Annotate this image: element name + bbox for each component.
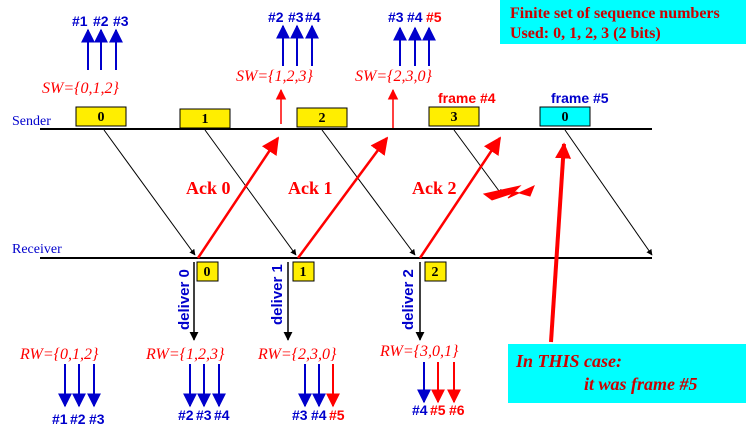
sender-frame-3: frame #4 3 <box>428 90 496 127</box>
rw1-num-1: #2 <box>178 407 194 423</box>
rw3-num-3: #6 <box>449 402 465 418</box>
ack-label-1: Ack 1 <box>288 178 333 198</box>
receiver-window-0: RW={0,1,2} #1 #2 #3 <box>19 346 105 425</box>
deliver-1: deliver 1 <box>269 262 293 341</box>
sw1-num-1: #2 <box>268 9 284 25</box>
sender-frame-0-seq: 0 <box>98 110 105 125</box>
rw2-label: RW={2,3,0} <box>257 346 337 363</box>
sender-frame-4: frame #5 0 <box>539 90 609 127</box>
sw0-num-1: #1 <box>72 13 88 29</box>
sender-frame-3-seq: 3 <box>451 110 458 125</box>
frame-line-4 <box>564 129 653 256</box>
sender-window-0: #1 #2 #3 SW={0,1,2} <box>42 13 129 97</box>
info-box: Finite set of sequence numbers Used: 0, … <box>500 0 746 44</box>
receiver-frame-1: 1 <box>292 261 315 282</box>
receiver-frame-2: 2 <box>424 261 447 282</box>
rw1-num-3: #4 <box>214 407 230 423</box>
rw0-num-1: #1 <box>52 411 68 425</box>
receiver-frame-0-seq: 0 <box>204 265 211 280</box>
receiver-window-3: RW={3,0,1} #4 #5 #6 <box>379 343 465 418</box>
sender-frame-4-seq: 0 <box>562 110 569 125</box>
ack-label-2: Ack 2 <box>412 178 457 198</box>
ack-arrow-1 <box>296 136 389 259</box>
receiver-window-1: RW={1,2,3} #2 #3 #4 <box>145 346 230 423</box>
info-line-1: Finite set of sequence numbers <box>510 5 720 22</box>
sw1-num-2: #3 <box>288 9 304 25</box>
rw2-num-2: #4 <box>311 407 327 423</box>
sender-frame-2-seq: 2 <box>319 111 326 126</box>
case-line-2: it was frame #5 <box>584 374 698 394</box>
receiver-label: Receiver <box>12 242 62 257</box>
rw1-num-2: #3 <box>196 407 212 423</box>
receiver-frame-1-seq: 1 <box>300 265 307 280</box>
deliver-0-label: deliver 0 <box>176 269 193 330</box>
rw2-num-3: #5 <box>329 407 345 423</box>
sw0-num-3: #3 <box>113 13 129 29</box>
sender-frame-1: 1 <box>179 108 231 129</box>
frame-line-2 <box>321 129 416 256</box>
frame-line-0 <box>103 129 196 256</box>
frame-line-1 <box>204 129 297 256</box>
rw2-num-1: #3 <box>292 407 308 423</box>
sw0-num-2: #2 <box>93 13 109 29</box>
case-box: In THIS case: it was frame #5 <box>508 344 746 403</box>
sw2-num-3: #5 <box>426 9 442 25</box>
case-pointer-arrow <box>549 142 572 343</box>
deliver-2: deliver 2 <box>400 262 425 341</box>
sw2-num-2: #4 <box>407 9 423 25</box>
rw1-label: RW={1,2,3} <box>145 346 225 363</box>
frame-line-3 <box>453 129 503 196</box>
sw1-num-3: #4 <box>305 9 321 25</box>
receiver-frame-0: 0 <box>196 261 219 282</box>
ack-arrow-0 <box>196 136 280 259</box>
ack-label-0: Ack 0 <box>186 178 231 198</box>
rw0-num-3: #3 <box>89 411 105 425</box>
sender-window-1: #2 #3 #4 SW={1,2,3} <box>236 9 321 124</box>
sender-frame-1-seq: 1 <box>202 112 209 127</box>
sender-frame-3-note: frame #4 <box>438 90 496 106</box>
lost-frame-bolt-icon <box>482 185 535 201</box>
sender-frame-4-note: frame #5 <box>551 90 609 106</box>
sender-window-2: #3 #4 #5 SW={2,3,0} <box>355 9 442 128</box>
deliver-0: deliver 0 <box>176 262 199 341</box>
rw0-label: RW={0,1,2} <box>19 346 99 363</box>
deliver-1-label: deliver 1 <box>269 264 286 325</box>
ack-arrow-2 <box>418 136 502 259</box>
case-line-1: In THIS case: <box>515 351 622 371</box>
sw1-label: SW={1,2,3} <box>236 68 314 85</box>
rw3-label: RW={3,0,1} <box>379 343 459 360</box>
info-line-2: Used: 0, 1, 2, 3 (2 bits) <box>510 25 661 42</box>
rw3-num-2: #5 <box>430 402 446 418</box>
receiver-frame-2-seq: 2 <box>432 265 439 280</box>
sender-frame-0: 0 <box>75 106 127 127</box>
sw2-num-1: #3 <box>388 9 404 25</box>
receiver-window-2: RW={2,3,0} #3 #4 #5 <box>257 346 345 423</box>
sw0-label: SW={0,1,2} <box>42 80 120 97</box>
sender-frame-2: 2 <box>296 107 348 128</box>
sender-label: Sender <box>12 114 51 129</box>
rw3-num-1: #4 <box>412 402 428 418</box>
sw2-label: SW={2,3,0} <box>355 68 433 85</box>
deliver-2-label: deliver 2 <box>400 269 417 330</box>
rw0-num-2: #2 <box>70 411 86 425</box>
